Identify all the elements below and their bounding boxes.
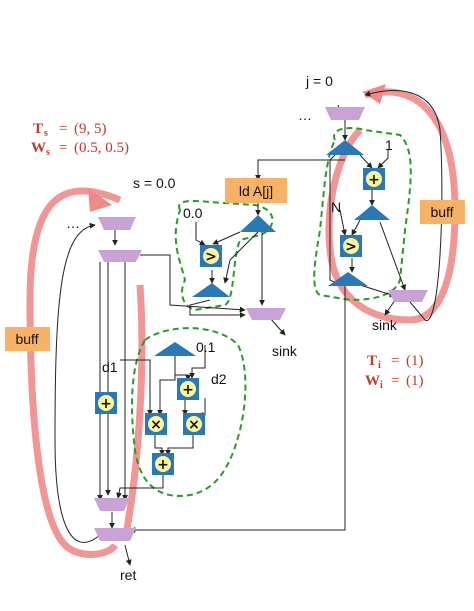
label-ret: ret [120, 567, 136, 583]
load-box-label: ld A[j] [239, 183, 273, 199]
op-add-pt1-label: + [182, 382, 194, 398]
op-gt-right: > [340, 235, 362, 257]
op-mul-right: × [183, 413, 205, 435]
merge-bottom-1 [94, 498, 130, 511]
op-add-d1-label: + [100, 396, 112, 412]
label-ellipsis-right: … [298, 107, 312, 123]
left-loop-highlight [26, 187, 122, 558]
op-mul-left: × [145, 413, 167, 435]
branch-right-top [326, 140, 364, 155]
annotation-ti: T i = (1) [367, 353, 424, 371]
op-gt-right-label: > [345, 239, 357, 255]
label-sink-right: sink [372, 317, 398, 333]
merge-nodes [94, 107, 428, 541]
branch-right-mid [354, 205, 390, 220]
merge-bottom-2 [94, 528, 136, 541]
annotation-ts-eq: = [59, 121, 67, 137]
buff-right-box: buff [420, 200, 465, 224]
annotation-ts-value: (9, 5) [74, 121, 107, 137]
merge-middle-sink [246, 308, 286, 320]
label-sink-mid: sink [272, 343, 298, 359]
op-add-pt1: + [177, 378, 199, 400]
annotation-ti-letter: T [367, 353, 377, 369]
label-d2: d2 [211, 371, 227, 387]
branch-nodes [154, 140, 390, 356]
label-d1: d1 [102, 359, 118, 375]
op-add-bottom-label: + [157, 457, 169, 473]
buff-left-box: buff [5, 327, 50, 351]
left-loop-highlight-inner [121, 284, 146, 541]
op-add-bottom: + [152, 453, 174, 475]
annotation-ti-sub: i [378, 360, 381, 371]
merge-right-sink [388, 290, 428, 302]
right-loop-arrowhead [362, 84, 386, 104]
op-gt-mid-label: > [205, 249, 217, 265]
branch-middle-top [240, 215, 276, 232]
buff-left-label: buff [15, 331, 38, 347]
label-s-init: s = 0.0 [133, 175, 176, 191]
left-loop-arrowhead [88, 188, 112, 212]
merge-left-second [98, 250, 142, 262]
label-const-one: 1 [385, 137, 393, 153]
op-mul-left-label: × [150, 417, 162, 433]
annotation-ts-sub: s [44, 128, 48, 139]
op-add-right: + [363, 168, 385, 190]
merge-right-top [325, 107, 365, 120]
branch-middle-bottom [192, 283, 230, 297]
label-j-init: j = 0 [305, 73, 333, 89]
annotation-wi-eq: = [391, 373, 399, 389]
op-mul-right-label: × [188, 417, 200, 433]
annotation-ws-eq: = [59, 140, 67, 156]
op-add-right-label: + [368, 172, 380, 188]
branch-bottom-cluster [154, 342, 196, 356]
op-gt-mid: > [200, 245, 222, 267]
annotation-wi-letter: W [365, 373, 380, 389]
annotation-wi-sub: i [380, 380, 383, 391]
op-add-d1: + [95, 392, 117, 414]
buff-right-label: buff [430, 204, 453, 220]
label-const-zero: 0.0 [183, 205, 203, 221]
load-box: ld A[j] [225, 178, 287, 203]
annotation-ti-eq: = [391, 353, 399, 369]
annotation-ws-value: (0.5, 0.5) [74, 140, 129, 156]
annotation-wi: W i = (1) [365, 373, 424, 391]
annotation-ti-value: (1) [406, 353, 424, 369]
annotation-wi-value: (1) [406, 373, 424, 389]
annotation-ts: T s = (9, 5) [33, 121, 107, 139]
label-const-point-one: 0.1 [196, 339, 216, 355]
label-ellipsis-left: … [66, 215, 80, 231]
annotation-ws-sub: s [46, 147, 50, 158]
annotation-ws: W s = (0.5, 0.5) [31, 140, 129, 158]
annotation-ws-letter: W [31, 140, 46, 156]
merge-left-top [98, 217, 136, 230]
cluster-bottom [131, 327, 247, 497]
branch-right-bottom [328, 272, 368, 286]
label-const-n: N [331, 199, 341, 215]
annotation-ts-letter: T [33, 121, 43, 137]
